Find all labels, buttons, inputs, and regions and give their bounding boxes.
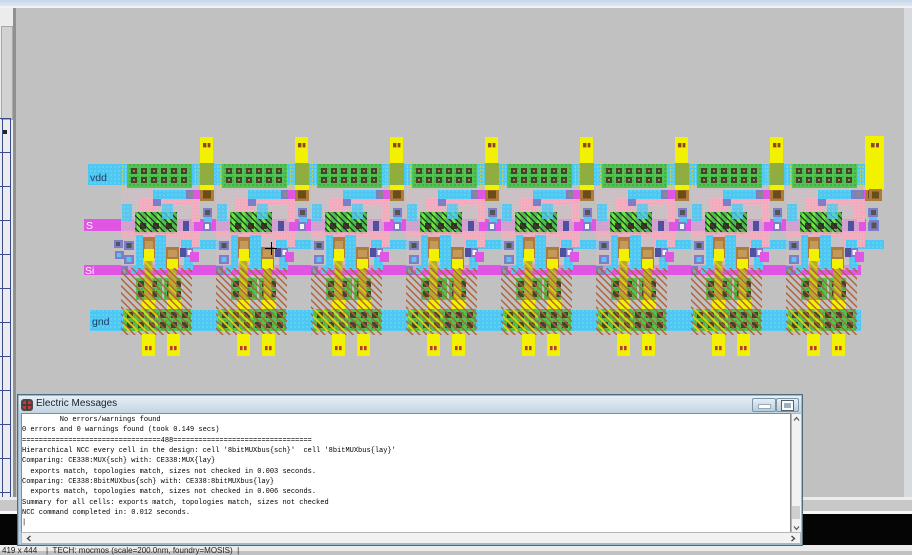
- svg-text:gnd: gnd: [92, 316, 110, 328]
- svg-text:vdd: vdd: [90, 172, 107, 184]
- svg-text:Si: Si: [85, 265, 94, 277]
- svg-text:S: S: [86, 220, 93, 232]
